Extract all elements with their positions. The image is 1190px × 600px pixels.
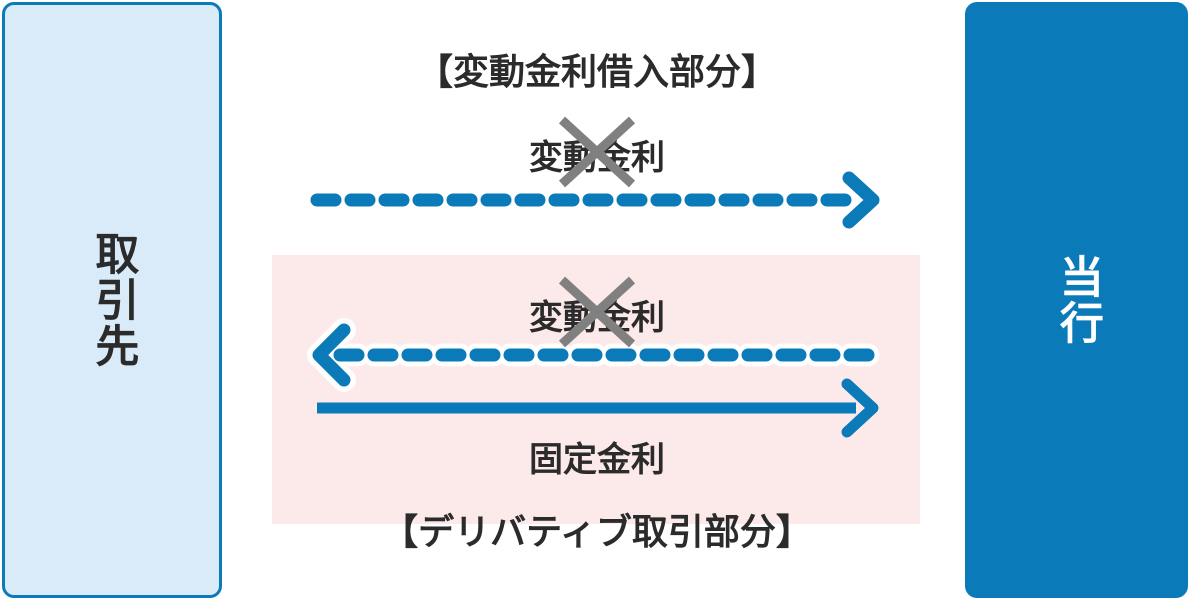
flow-label-swap-fixed: 固定金利 [529, 441, 665, 479]
flow-label-swap-floating: 変動金利 [529, 299, 665, 337]
arrow-loan-floating [310, 171, 880, 229]
section-title-derivative: 【デリバティブ取引部分】 [382, 511, 812, 552]
section-title-variable-rate-loan: 【変動金利借入部分】 [416, 51, 777, 92]
flow-label-loan-floating: 変動金利 [529, 139, 665, 177]
arrow-head-loan-floating [842, 171, 880, 229]
party-box-counterparty: 取引先 [2, 2, 222, 598]
party-label-our-bank: 当行 [1052, 254, 1102, 346]
party-box-our-bank: 当行 [965, 2, 1188, 598]
party-label-counterparty: 取引先 [88, 231, 138, 369]
